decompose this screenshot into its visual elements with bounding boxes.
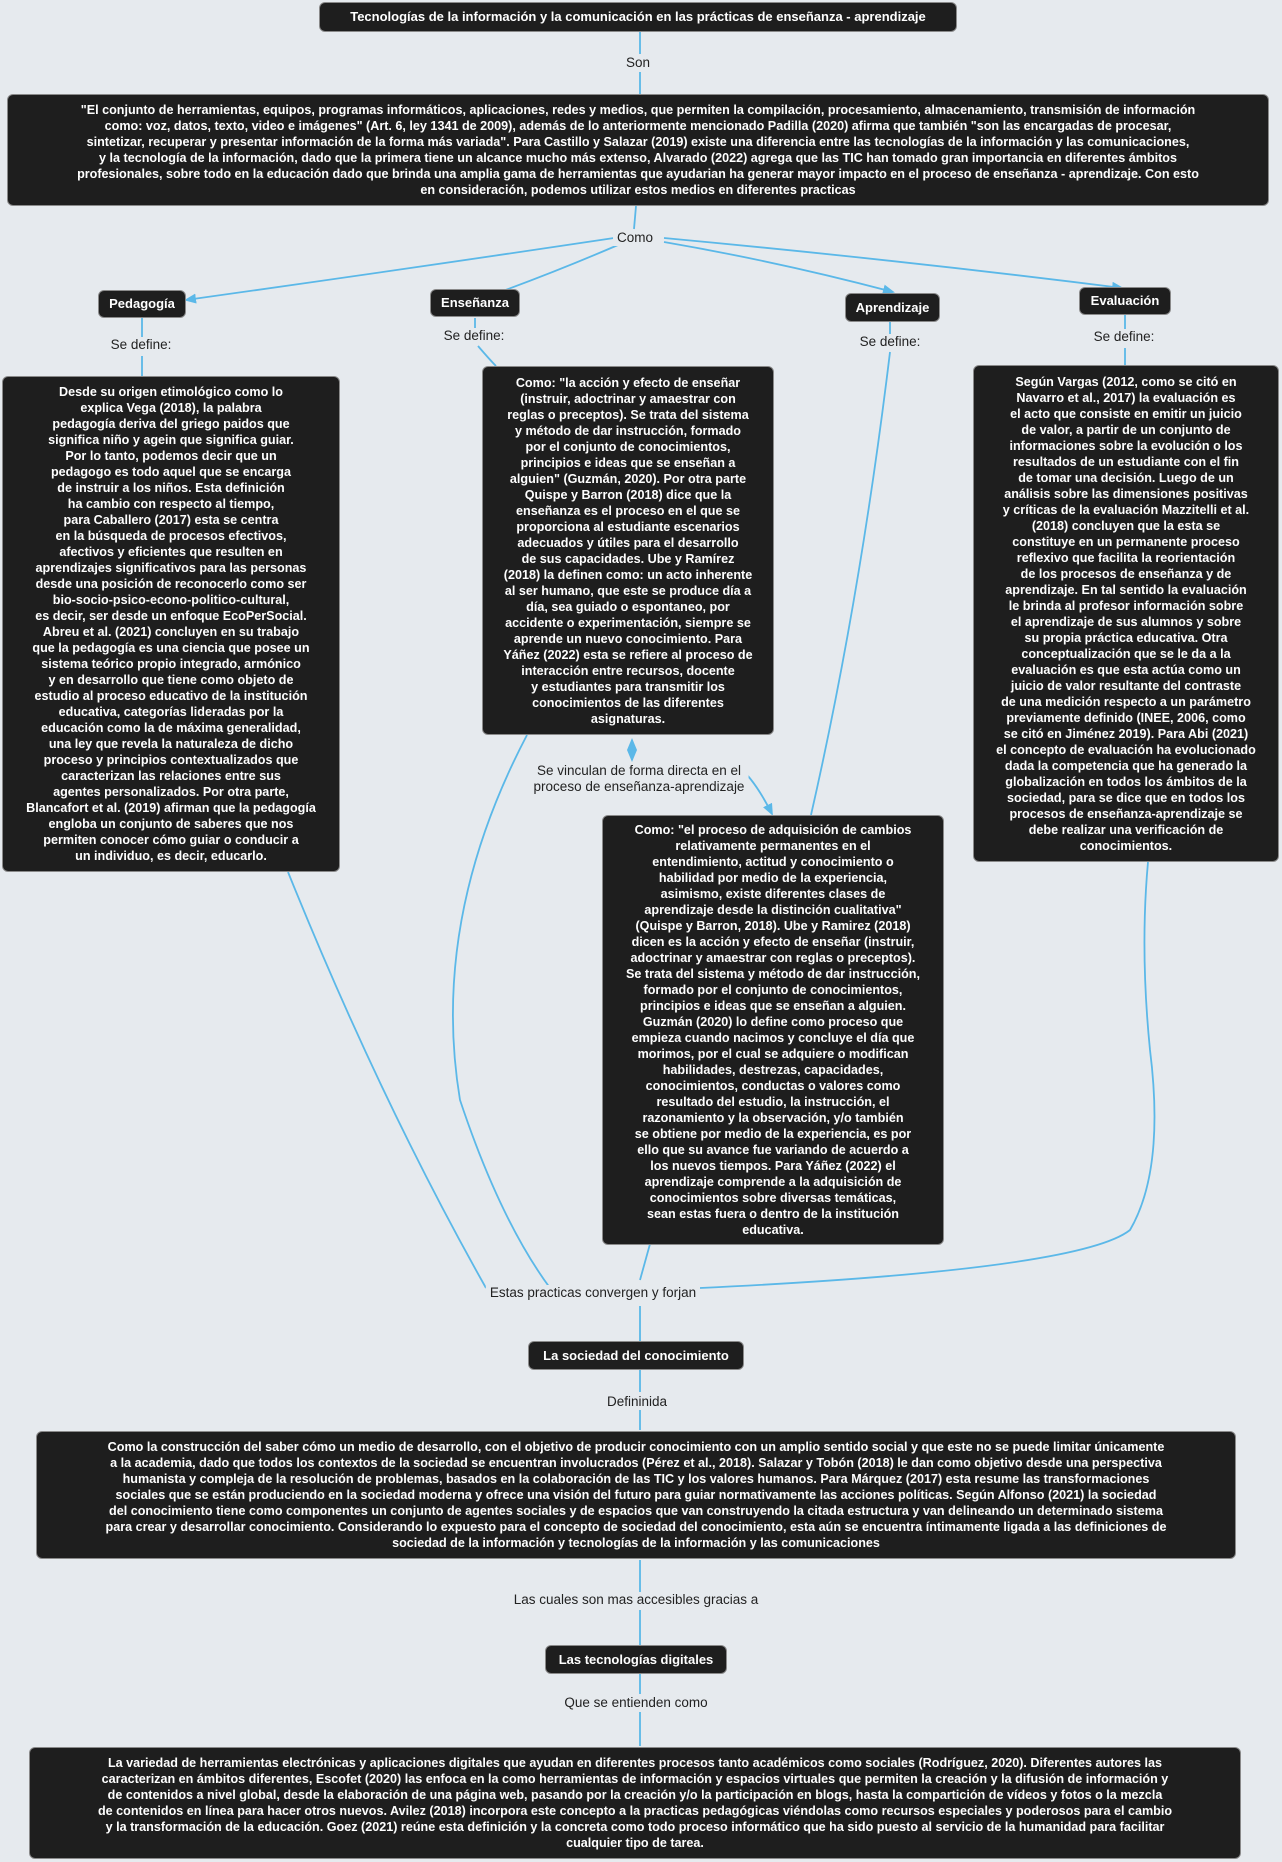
sociedad-conocimiento-node: La sociedad del conocimiento (528, 1341, 744, 1370)
label-se-define-ensenanza: Se define: (439, 328, 509, 344)
label-se-define-aprendizaje: Se define: (855, 334, 925, 350)
practice-evaluacion: Evaluación (1079, 287, 1171, 315)
practice-pedagogia: Pedagogía (98, 290, 186, 318)
diagram-title: Tecnologías de la información y la comun… (319, 2, 957, 32)
label-accesibles: Las cuales son mas accesibles gracias a (509, 1592, 763, 1608)
sociedad-conocimiento-description: Como la construcción del saber cómo un m… (36, 1431, 1236, 1559)
label-definida: Defininida (602, 1394, 672, 1410)
tecnologias-digitales-node: Las tecnologías digitales (545, 1645, 727, 1674)
label-como: Como (612, 230, 658, 246)
tic-definition: "El conjunto de herramientas, equipos, p… (7, 94, 1269, 206)
label-vinculan: Se vinculan de forma directa en el proce… (529, 763, 749, 795)
label-se-define-evaluacion: Se define: (1089, 329, 1159, 345)
practice-ensenanza: Enseñanza (430, 289, 520, 317)
label-entienden: Que se entienden como (560, 1695, 712, 1711)
ensenanza-description: Como: "la acción y efecto de enseñar (in… (482, 366, 774, 735)
evaluacion-description: Según Vargas (2012, como se citó en Nava… (973, 365, 1279, 862)
label-convergen: Estas practicas convergen y forjan (485, 1285, 701, 1301)
label-son: Son (621, 55, 655, 71)
aprendizaje-description: Como: "el proceso de adquisición de camb… (602, 815, 944, 1245)
tecnologias-digitales-description: La variedad de herramientas electrónicas… (29, 1747, 1241, 1859)
pedagogia-description: Desde su origen etimológico como lo expl… (2, 376, 340, 872)
label-se-define-pedagogia: Se define: (106, 337, 176, 353)
practice-aprendizaje: Aprendizaje (845, 293, 940, 322)
